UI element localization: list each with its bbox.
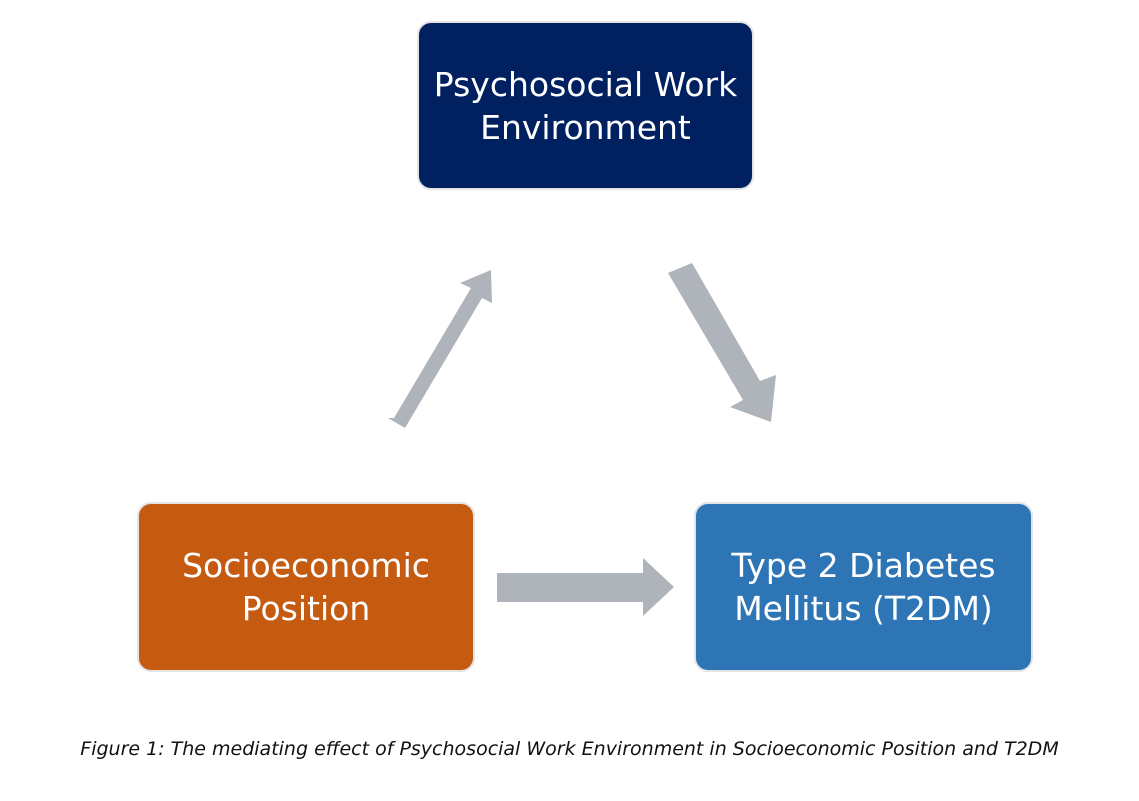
node-socioeconomic-position: Socioeconomic Position	[137, 502, 475, 672]
node-type-2-diabetes: Type 2 Diabetes Mellitus (T2DM)	[694, 502, 1033, 672]
node-psychosocial-work-environment: Psychosocial Work Environment	[417, 21, 754, 190]
node-socioeconomic-position-label: Socioeconomic Position	[182, 546, 430, 628]
node-type-2-diabetes-label: Type 2 Diabetes Mellitus (T2DM)	[731, 546, 996, 628]
figure-caption: Figure 1: The mediating effect of Psycho…	[80, 738, 1059, 760]
arrow-psychosocial-to-diabetes	[668, 263, 776, 422]
arrow-socioeconomic-to-diabetes	[497, 558, 674, 616]
arrow-socioeconomic-to-psychosocial	[388, 270, 492, 428]
node-psychosocial-work-environment-label: Psychosocial Work Environment	[433, 64, 738, 147]
